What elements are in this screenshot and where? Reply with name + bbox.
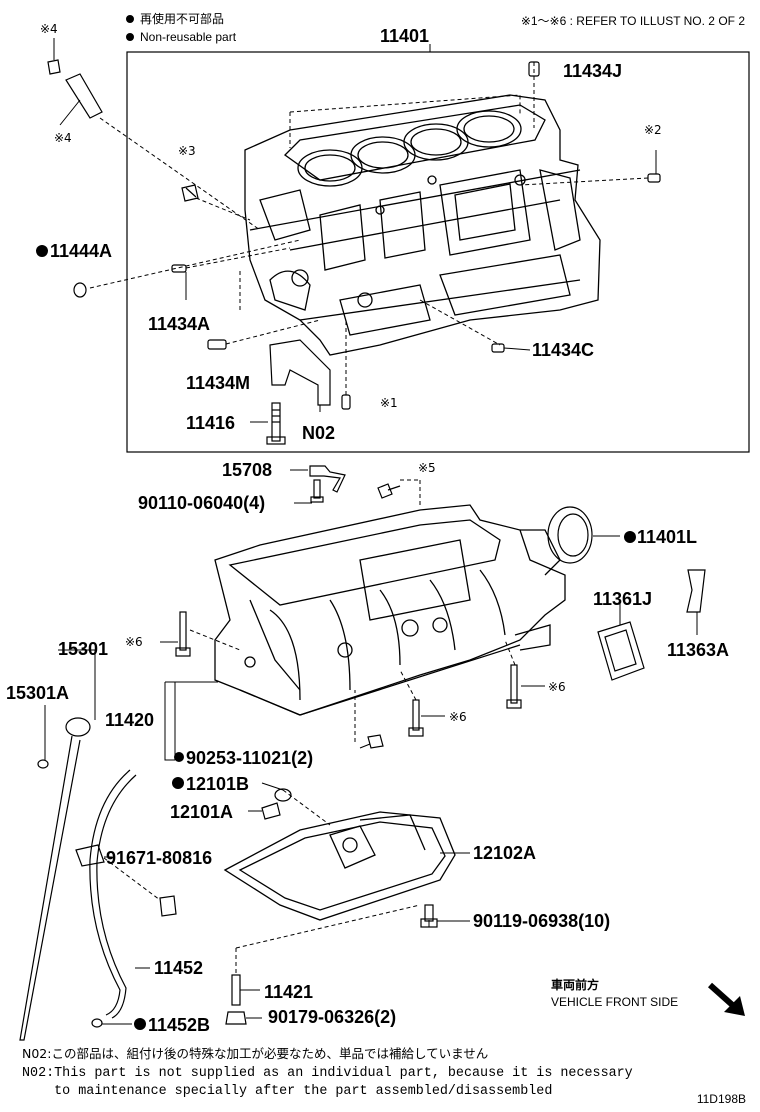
label-11421: 11421 xyxy=(264,982,313,1002)
reference-marks: ※4 ※4 ※3 ※2 ※1 ※5 ※6 ※6 ※6 xyxy=(40,22,662,724)
refmark-3: ※3 xyxy=(178,144,196,158)
vehicle-front-jp: 車両前方 xyxy=(551,977,599,992)
non-reusable-bullet-icon xyxy=(174,752,184,762)
label-11416: 11416 xyxy=(186,413,235,433)
label-90179: 90179-06326(2) xyxy=(268,1007,396,1027)
legend-jp: 再使用不可部品 xyxy=(140,11,224,26)
cylinder-block-drawing xyxy=(244,94,601,356)
refmark-2: ※2 xyxy=(644,123,662,137)
non-reusable-bullet-icon xyxy=(126,15,134,23)
non-reusable-bullet-icon xyxy=(172,777,184,789)
label-12101A: 12101A xyxy=(170,802,233,822)
label-11434M: 11434M xyxy=(186,373,250,393)
label-15301A: 15301A xyxy=(6,683,69,703)
label-12102A: 12102A xyxy=(473,843,536,863)
label-11452: 11452 xyxy=(154,958,203,978)
crankcase-drawing xyxy=(214,504,566,716)
label-11361J: 11361J xyxy=(593,589,652,609)
oil-pan-drawing xyxy=(223,811,456,921)
non-reusable-markers xyxy=(36,245,636,1030)
label-11452B: 11452B xyxy=(148,1015,210,1035)
label-91671: 91671-80816 xyxy=(106,848,212,868)
label-90110: 90110-06040(4) xyxy=(138,493,265,513)
label-11363A: 11363A xyxy=(667,640,729,660)
label-11401: 11401 xyxy=(380,26,429,46)
refmark-6-left: ※6 xyxy=(125,635,143,649)
label-11420: 11420 xyxy=(105,710,154,730)
refmark-6-mid: ※6 xyxy=(449,710,467,724)
label-90119: 90119-06938(10) xyxy=(473,911,610,931)
refmark-4-bottom: ※4 xyxy=(54,131,72,145)
note-en-line1: N02:This part is not supplied as an indi… xyxy=(22,1066,633,1081)
non-reusable-bullet-icon xyxy=(36,245,48,257)
vehicle-front-arrow-icon xyxy=(708,982,745,1016)
refmark-1: ※1 xyxy=(380,396,398,410)
refmark-5: ※5 xyxy=(418,461,436,475)
non-reusable-bullet-icon xyxy=(126,33,134,41)
legend-en: Non-reusable part xyxy=(140,30,237,44)
upper-small-parts xyxy=(47,59,661,445)
label-15301: 15301 xyxy=(58,639,108,659)
non-reusable-bullet-icon xyxy=(134,1018,146,1030)
vehicle-front-en: VEHICLE FRONT SIDE xyxy=(551,995,678,1009)
label-11434J: 11434J xyxy=(563,61,622,81)
non-reusable-bullet-icon xyxy=(624,531,636,543)
cylinder-block-frame xyxy=(126,51,750,453)
label-11434A: 11434A xyxy=(148,314,210,334)
upper-leaders xyxy=(53,38,657,423)
label-11434C: 11434C xyxy=(532,340,594,360)
label-N02: N02 xyxy=(302,423,335,443)
illustration-id: 11D198B xyxy=(697,1092,746,1106)
lower-small-parts xyxy=(19,465,706,1041)
label-11401L: 11401L xyxy=(637,527,697,547)
refmark-4-top: ※4 xyxy=(40,22,58,36)
note-jp: N02:この部品は、組付け後の特殊な加工が必要なため、単品では補給していません xyxy=(22,1046,489,1061)
refer-note: ※1～※6 : REFER TO ILLUST NO. 2 OF 2 xyxy=(521,14,746,28)
lower-leaders xyxy=(44,469,698,1025)
label-90253: 90253-11021(2) xyxy=(186,748,313,768)
label-12101B: 12101B xyxy=(186,774,249,794)
part-labels: 11401 11434J 11444A 11434A 11434M 11434C… xyxy=(6,26,729,1035)
label-15708: 15708 xyxy=(222,460,272,480)
legend: 再使用不可部品 Non-reusable part ※1～※6 : REFER … xyxy=(126,11,745,44)
label-11444A: 11444A xyxy=(50,241,112,261)
note-en-line2: to maintenance specially after the part … xyxy=(22,1084,553,1099)
refmark-6-right: ※6 xyxy=(548,680,566,694)
